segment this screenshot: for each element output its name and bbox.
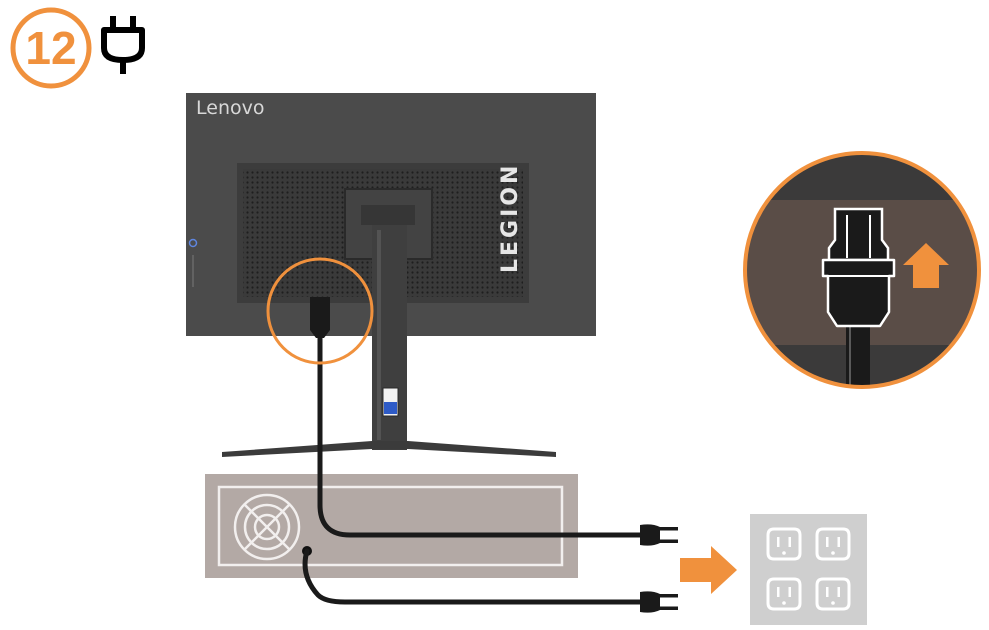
step-badge: 12	[10, 7, 92, 89]
zoom-detail	[743, 151, 981, 389]
arrow-right-icon	[680, 546, 737, 594]
step-circle	[10, 7, 92, 89]
pc-power-cable	[302, 548, 645, 605]
wall-outlet	[750, 514, 867, 625]
pc-case-panel	[217, 485, 564, 567]
power-plug-icon	[101, 16, 145, 74]
fan-grille-icon	[233, 493, 301, 561]
arrow-up-icon	[903, 243, 949, 288]
plug-head-bottom	[640, 591, 678, 613]
stand-base	[222, 441, 556, 457]
plug-head-top	[640, 524, 678, 546]
lenovo-logo: Lenovo	[196, 97, 264, 119]
pc-case	[205, 474, 578, 578]
cable-clip-indicator	[384, 402, 397, 414]
legion-logo: LEGION	[498, 163, 523, 273]
zoom-plug-connector	[827, 207, 890, 262]
step-number: 12	[25, 22, 76, 74]
zoom-frame	[743, 151, 981, 389]
power-outlet-icon	[766, 527, 851, 611]
power-button-icon	[188, 238, 198, 248]
power-cables	[302, 332, 645, 605]
monitor-stand	[222, 225, 556, 457]
zoom-plug-grip	[821, 258, 896, 328]
monitor-power-cable	[317, 332, 645, 538]
pc-case-body	[205, 474, 578, 578]
highlight-circle	[266, 257, 374, 365]
monitor-power-plug	[310, 297, 330, 338]
